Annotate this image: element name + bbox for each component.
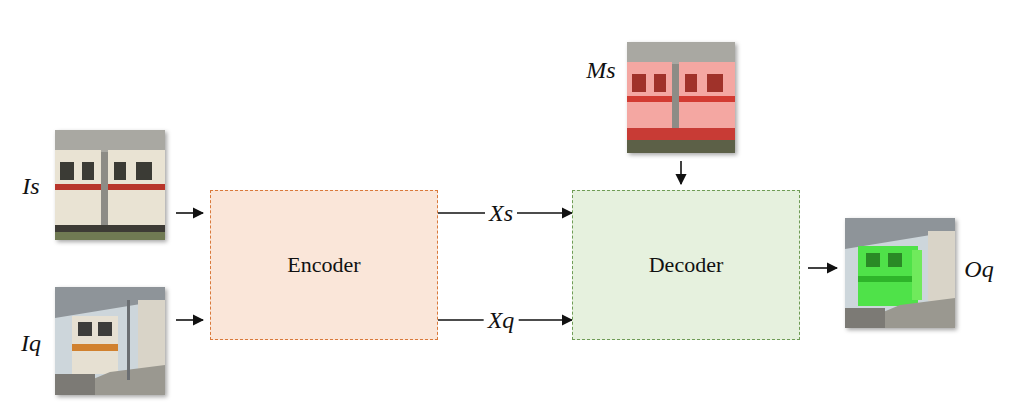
math-symbol: Is [22, 174, 39, 198]
support-mask [627, 42, 735, 153]
query-image [55, 287, 165, 395]
output-mask [845, 218, 955, 328]
math-symbol: Ms [586, 58, 615, 82]
feature-symbol: Xq [484, 307, 519, 333]
box-title: Decoder [649, 252, 724, 278]
math-symbol: Oq [964, 257, 993, 281]
math-symbol: Iq [21, 331, 41, 355]
box-title: Encoder [287, 252, 360, 278]
support-image [55, 130, 165, 240]
process-box: Encoder [210, 190, 438, 340]
process-box: Decoder [572, 190, 800, 340]
feature-symbol: Xs [485, 200, 517, 226]
